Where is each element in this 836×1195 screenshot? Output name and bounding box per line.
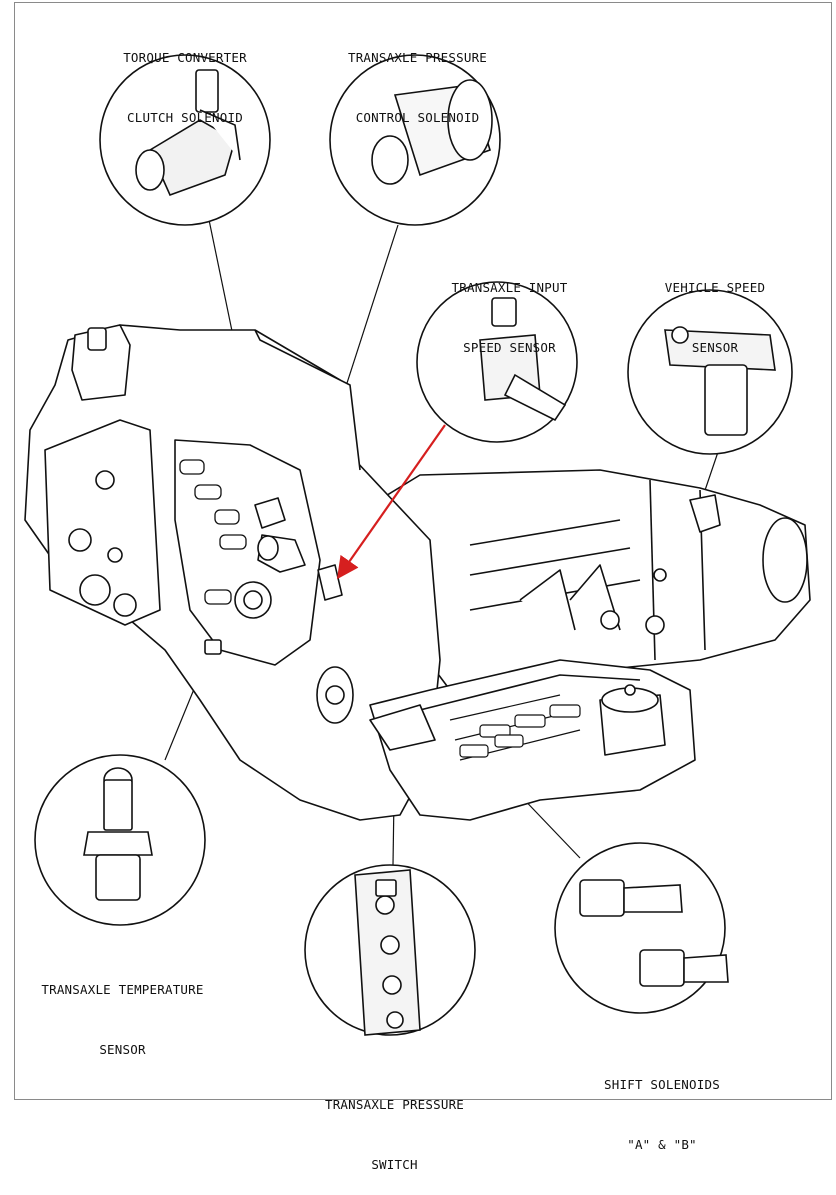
shift-solenoids-inset xyxy=(554,842,729,1014)
label-transaxle-temperature-sensor: TRANSAXLE TEMPERATURE SENSOR xyxy=(30,940,215,1080)
label-line: TRANSAXLE TEMPERATURE xyxy=(41,982,204,997)
label-transaxle-pressure-switch: TRANSAXLE PRESSURE SWITCH xyxy=(312,1055,477,1195)
label-line: SENSOR xyxy=(691,340,739,355)
label-transaxle-input-speed-sensor: TRANSAXLE INPUT SPEED SENSOR xyxy=(442,238,577,378)
label-line: SWITCH xyxy=(371,1157,418,1172)
label-shift-solenoids: SHIFT SOLENOIDS "A" & "B" xyxy=(597,1035,727,1175)
label-line: "A" & "B" xyxy=(627,1137,697,1152)
vehicle-speed-sensor-inset xyxy=(627,289,793,455)
pointer-arrow xyxy=(336,424,446,580)
label-line: TRANSAXLE INPUT xyxy=(451,280,568,295)
label-line: TRANSAXLE PRESSURE xyxy=(324,1097,465,1112)
label-line: CONTROL SOLENOID xyxy=(355,110,480,125)
pressure-switch-inset xyxy=(304,864,476,1036)
transaxle-diagram xyxy=(24,54,811,1036)
label-vehicle-speed-sensor: VEHICLE SPEED SENSOR xyxy=(660,238,770,378)
transaxle-assembly xyxy=(24,324,811,821)
label-torque-converter-clutch-solenoid: TORQUE CONVERTER CLUTCH SOLENOID xyxy=(120,8,250,148)
diagram-frame xyxy=(14,2,832,1100)
label-line: CLUTCH SOLENOID xyxy=(127,110,243,125)
temperature-sensor-inset xyxy=(34,754,206,926)
label-line: SPEED SENSOR xyxy=(463,340,556,355)
label-line: TORQUE CONVERTER xyxy=(123,50,247,65)
input-speed-sensor-inset xyxy=(416,281,578,443)
label-line: SHIFT SOLENOIDS xyxy=(604,1077,720,1092)
label-line: VEHICLE SPEED xyxy=(664,280,766,295)
tcc-solenoid-inset xyxy=(99,54,271,226)
pressure-control-solenoid-inset xyxy=(329,54,501,226)
label-transaxle-pressure-control-solenoid: TRANSAXLE PRESSURE CONTROL SOLENOID xyxy=(335,8,500,148)
label-line: TRANSAXLE PRESSURE xyxy=(347,50,488,65)
label-line: SENSOR xyxy=(99,1042,146,1057)
